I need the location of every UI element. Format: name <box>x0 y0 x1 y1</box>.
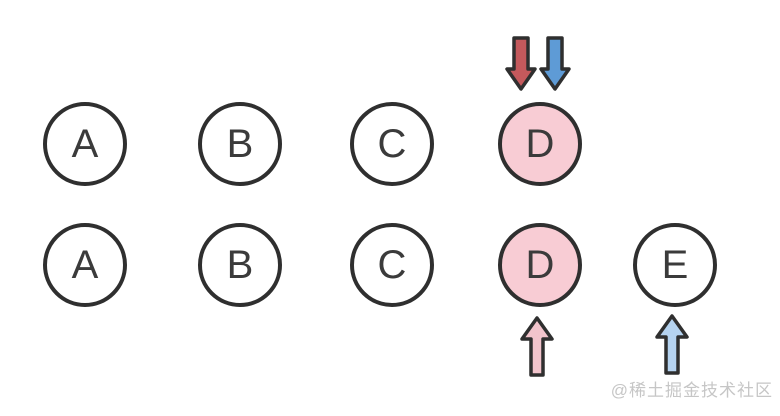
node-label: A <box>71 243 99 287</box>
node-label: B <box>226 122 254 166</box>
node-label: D <box>525 122 555 166</box>
node-label: C <box>377 122 407 166</box>
red-down-arrow-icon <box>505 36 537 91</box>
top-node-d-highlighted: D <box>498 102 582 186</box>
bottom-node-c: C <box>350 223 434 307</box>
blue-up-arrow-icon <box>655 314 689 375</box>
top-node-b: B <box>198 102 282 186</box>
blue-down-arrow-icon <box>539 36 571 91</box>
node-label: D <box>525 243 555 287</box>
bottom-node-d-highlighted: D <box>498 223 582 307</box>
pink-up-arrow-icon <box>520 316 554 377</box>
bottom-node-e: E <box>633 223 717 307</box>
node-label: E <box>661 243 689 287</box>
node-label: B <box>226 243 254 287</box>
top-node-c: C <box>350 102 434 186</box>
top-node-a: A <box>43 102 127 186</box>
node-label: A <box>71 122 99 166</box>
node-label: C <box>377 243 407 287</box>
watermark: @稀土掘金技术社区 <box>610 381 773 400</box>
bottom-node-a: A <box>43 223 127 307</box>
bottom-node-b: B <box>198 223 282 307</box>
